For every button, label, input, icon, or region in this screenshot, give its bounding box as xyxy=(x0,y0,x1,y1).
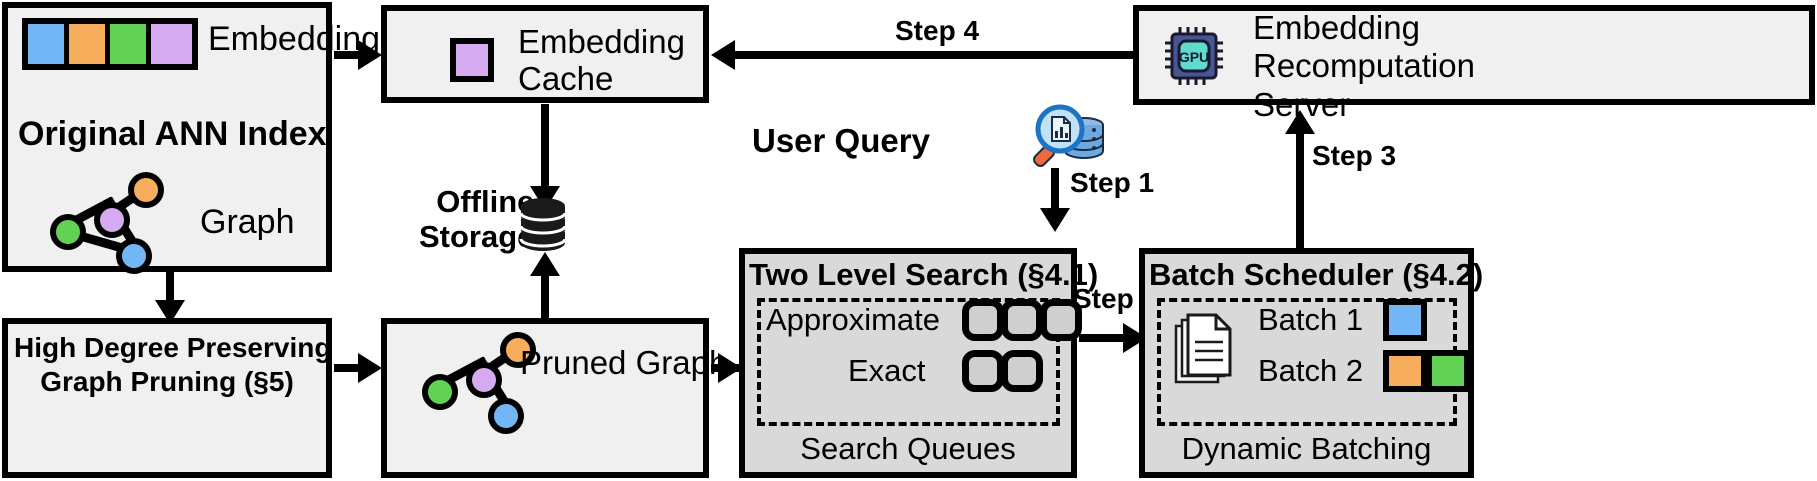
graph-node-green xyxy=(50,214,86,250)
batch-1-label: Batch 1 xyxy=(1258,302,1364,337)
recomputation-server-title: Embedding Recomputation Server xyxy=(1253,9,1475,123)
graph-node-orange xyxy=(500,332,536,368)
embedding-swatch-strip xyxy=(22,18,198,70)
arrow-pruning-to-pruned-head xyxy=(358,353,382,383)
batch-2-swatch-orange xyxy=(1383,350,1427,392)
arrow-pruning-to-pruned-line xyxy=(334,364,370,372)
graph-node-green xyxy=(422,374,458,410)
graph-pruning-title: High Degree Preserving Graph Pruning (§5… xyxy=(14,332,332,398)
query-search-database-icon xyxy=(1032,103,1104,171)
arrow-index-to-pruning-line xyxy=(166,272,174,312)
pruned-graph-label: Pruned Graph xyxy=(520,344,728,381)
search-queue-slot[interactable] xyxy=(962,350,1004,392)
search-queue-slot[interactable] xyxy=(1001,350,1043,392)
offline-storage-label: Offline Storage xyxy=(419,184,535,254)
step1-label: Step 1 xyxy=(1070,167,1155,198)
arrow-step1-line xyxy=(1051,168,1059,216)
graph-pruning-box xyxy=(2,318,332,478)
original-ann-index-title: Original ANN Index xyxy=(18,115,327,153)
dynamic-batching-footer: Dynamic Batching xyxy=(1181,431,1432,466)
arrow-pruned-to-search-head xyxy=(718,353,742,383)
arrow-index-to-cache-line xyxy=(334,51,370,59)
arrow-step1-head xyxy=(1040,208,1070,232)
exact-row-label: Exact xyxy=(848,353,926,388)
batch-1-swatch-blue xyxy=(1383,299,1427,341)
arrow-step3-head xyxy=(1285,110,1315,134)
embedding-cache-swatch-icon xyxy=(450,38,494,82)
graph-node-purple xyxy=(94,202,130,238)
search-queue-slot[interactable] xyxy=(1040,299,1082,341)
search-queues-dashed-area xyxy=(757,298,1060,426)
two-level-search-title: Two Level Search (§4.1) xyxy=(749,257,1099,292)
user-query-label: User Query xyxy=(752,122,930,159)
database-cylinder-icon xyxy=(517,197,569,257)
embedding-cache-title: Embedding Cache xyxy=(518,23,685,97)
documents-stack-icon xyxy=(1172,312,1236,388)
graph-label: Graph xyxy=(200,203,295,241)
embedding-cache-box xyxy=(381,5,709,103)
arrow-step3-line xyxy=(1296,118,1304,248)
step4-label: Step 4 xyxy=(895,15,980,46)
embedding-cell-blue xyxy=(28,24,69,64)
arrow-step4-line xyxy=(725,51,1135,59)
search-queue-slot[interactable] xyxy=(1001,299,1043,341)
graph-node-orange xyxy=(128,172,164,208)
graph-node-blue xyxy=(488,398,524,434)
graph-node-blue xyxy=(116,238,152,274)
original-index-graph xyxy=(40,170,164,274)
arrow-cache-to-storage-line xyxy=(541,104,549,194)
embedding-cell-orange xyxy=(69,24,110,64)
arrow-index-to-cache-head xyxy=(358,40,382,70)
step3-label: Step 3 xyxy=(1312,140,1397,171)
arrow-step4-head xyxy=(711,40,735,70)
gpu-icon-text: GPU xyxy=(1179,49,1209,65)
search-queues-footer: Search Queues xyxy=(800,431,1016,466)
search-queue-slot[interactable] xyxy=(962,299,1004,341)
approximate-row-label: Approximate xyxy=(766,302,941,337)
batch-2-label: Batch 2 xyxy=(1258,353,1364,388)
graph-node-purple xyxy=(466,362,502,398)
pruned-graph-figure xyxy=(410,325,540,434)
embedding-cell-green xyxy=(110,24,151,64)
arrow-step2-line xyxy=(1079,334,1141,342)
recomputation-server-box xyxy=(1133,5,1815,105)
gpu-chip-icon: GPU xyxy=(1163,25,1225,87)
embedding-cell-purple xyxy=(151,24,192,64)
batch-2-swatch-green xyxy=(1426,350,1470,392)
arrow-pruned-to-storage-line xyxy=(541,258,549,320)
arrow-pruned-to-storage-head xyxy=(530,252,560,276)
batch-scheduler-title: Batch Scheduler (§4.2) xyxy=(1149,257,1484,292)
